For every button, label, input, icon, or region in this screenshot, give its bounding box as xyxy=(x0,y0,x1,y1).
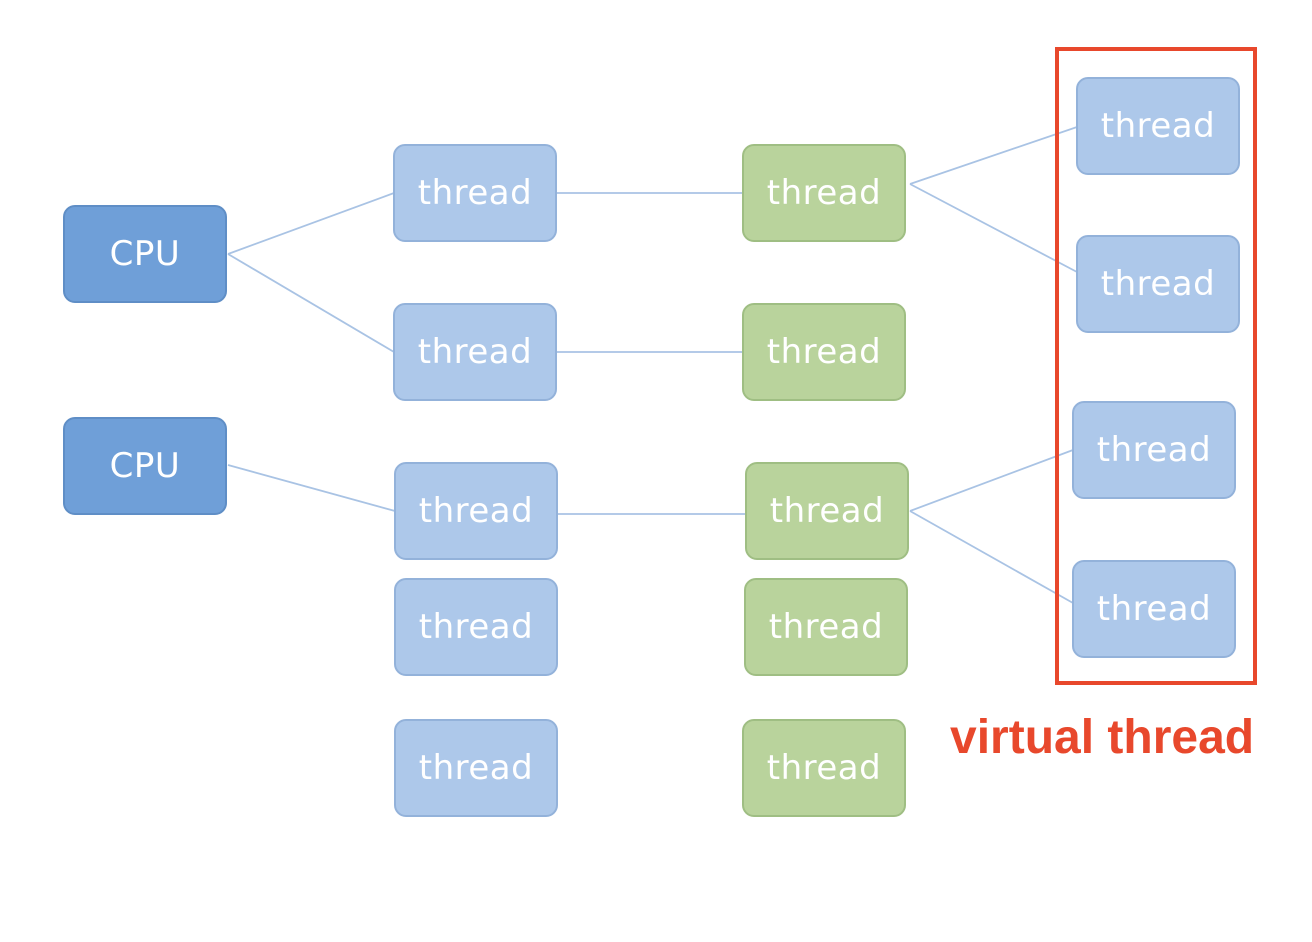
virtual-thread-node-1: thread xyxy=(1076,77,1240,175)
cpu-node-2: CPU xyxy=(63,417,227,515)
platform-thread-node-4: thread xyxy=(744,578,908,676)
virtual-thread-node-4: thread xyxy=(1072,560,1236,658)
connector-cpu1-thread2 xyxy=(227,253,395,353)
virtual-thread-highlight-box xyxy=(1055,47,1257,685)
virtual-thread-node-2: thread xyxy=(1076,235,1240,333)
connector-green1-virtual1 xyxy=(909,126,1078,185)
cpu-node-1: CPU xyxy=(63,205,227,303)
os-thread-node-3: thread xyxy=(394,462,558,560)
virtual-thread-node-3: thread xyxy=(1072,401,1236,499)
connector-cpu2-thread3 xyxy=(227,464,396,512)
os-thread-node-2: thread xyxy=(393,303,557,401)
platform-thread-node-1: thread xyxy=(742,144,906,242)
platform-thread-node-2: thread xyxy=(742,303,906,401)
virtual-thread-label: virtual thread xyxy=(950,711,1255,764)
platform-thread-node-5: thread xyxy=(742,719,906,817)
os-thread-node-4: thread xyxy=(394,578,558,676)
connector-green3-virtual3 xyxy=(909,449,1074,512)
platform-thread-node-3: thread xyxy=(745,462,909,560)
os-thread-node-1: thread xyxy=(393,144,557,242)
connector-cpu1-thread1 xyxy=(227,192,395,255)
os-thread-node-5: thread xyxy=(394,719,558,817)
connector-green1-virtual2 xyxy=(909,183,1078,273)
connector-green3-virtual4 xyxy=(909,510,1074,604)
